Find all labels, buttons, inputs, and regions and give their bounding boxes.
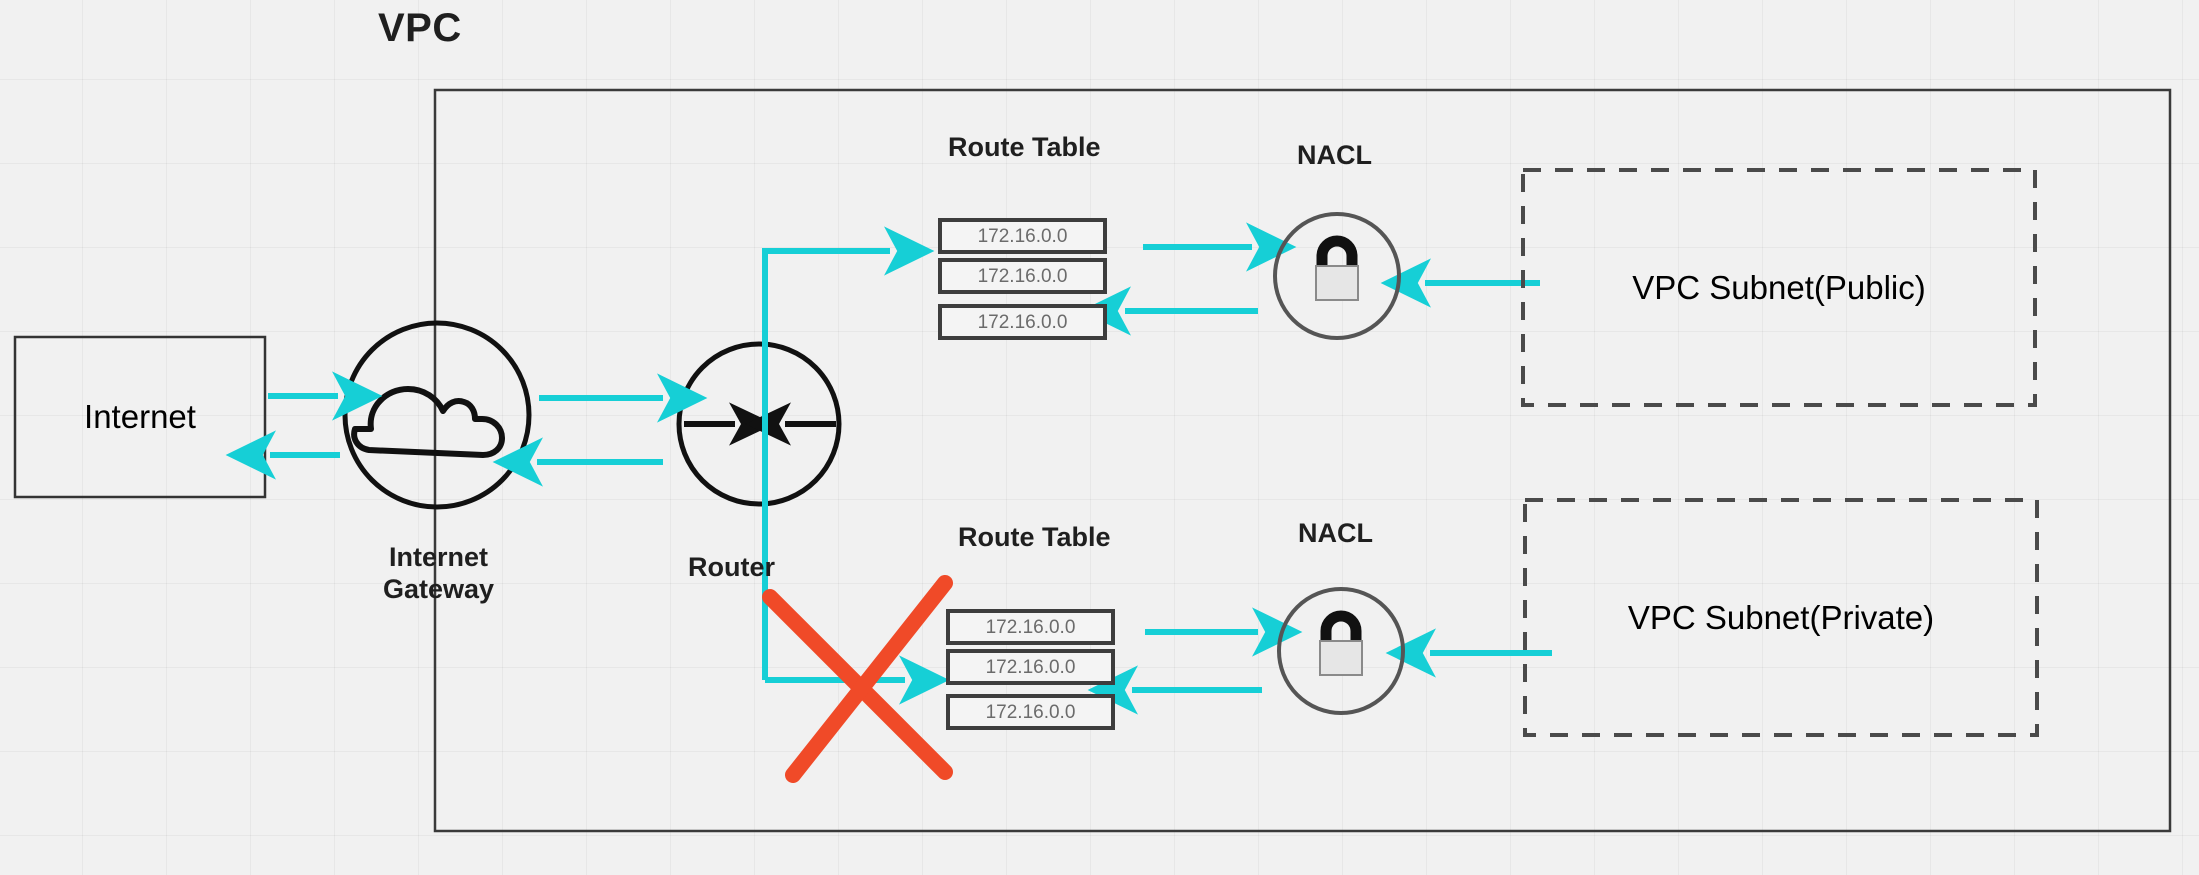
router-label: Router: [688, 552, 775, 582]
private-subnet-label: VPC Subnet(Private): [1627, 598, 1935, 636]
router-circle: [676, 341, 842, 507]
vpc-title: VPC: [378, 6, 462, 50]
flow-router-to-public-route-table: [762, 226, 935, 680]
padlock-icon: [1320, 610, 1362, 643]
vpc-boundary-box: [433, 88, 2172, 833]
route-row-box[interactable]: [946, 609, 1115, 645]
route-row-box[interactable]: [946, 694, 1115, 730]
public-subnet-box: [1521, 168, 2037, 407]
route-row-box[interactable]: [946, 649, 1115, 685]
padlock-body-icon: [1315, 265, 1359, 301]
route-row-text: 172.16.0.0: [977, 266, 1068, 287]
internet-label: Internet: [84, 398, 196, 435]
internet-gateway-node: [342, 320, 532, 510]
route-row-text: 172.16.0.0: [977, 226, 1068, 247]
route-row-text: 172.16.0.0: [977, 312, 1068, 333]
router-node: [676, 341, 842, 507]
private-route-table-label: Route Table: [958, 522, 1111, 552]
route-row-box[interactable]: [938, 218, 1107, 254]
route-row-box[interactable]: [938, 304, 1107, 340]
public-nacl-label: NACL: [1297, 140, 1372, 170]
public-nacl-circle: [1273, 212, 1401, 340]
private-nacl-circle: [1277, 587, 1405, 715]
cloud-icon: [351, 386, 505, 458]
internet-box: [13, 335, 267, 499]
private-nacl-node: [1277, 587, 1405, 715]
route-row-text: 172.16.0.0: [985, 657, 1076, 678]
route-row-box[interactable]: [938, 258, 1107, 294]
internet-gateway-label-line2: Gateway: [382, 573, 495, 604]
padlock-icon: [1316, 235, 1358, 268]
public-subnet-label: VPC Subnet(Public): [1632, 268, 1926, 306]
public-nacl-node: [1273, 212, 1401, 340]
private-subnet-box: [1523, 498, 2039, 737]
red-x-mark: [762, 575, 953, 783]
route-row-text: 172.16.0.0: [985, 617, 1076, 638]
private-nacl-label: NACL: [1298, 518, 1373, 548]
internet-gateway-label-line1: Internet: [388, 542, 488, 572]
public-route-table-label: Route Table: [948, 132, 1101, 162]
padlock-body-icon: [1319, 640, 1363, 676]
route-row-text: 172.16.0.0: [985, 702, 1076, 723]
